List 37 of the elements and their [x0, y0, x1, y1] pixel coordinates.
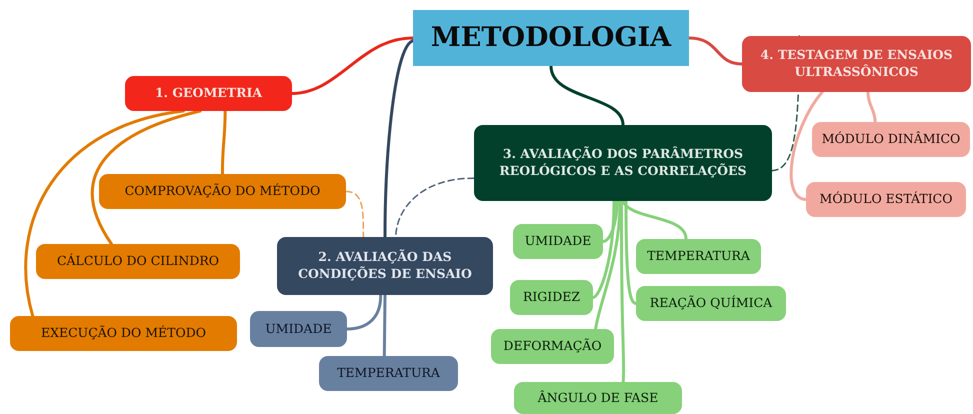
subtopic-box: REAÇÃO QUÍMICA — [636, 286, 786, 321]
topic-box: 3. AVALIAÇÃO DOS PARÂMETROS REOLÓGICOS E AS CORRELAÇÕES — [474, 125, 772, 201]
subtopic-box: UMIDADE — [513, 224, 603, 259]
subtopic-box: COMPROVAÇÃO DO MÉTODO — [99, 174, 346, 209]
connector-line — [620, 200, 626, 384]
subtopic-box: EXECUÇÃO DO MÉTODO — [10, 316, 237, 351]
connector-line — [395, 177, 475, 238]
subtopic-box: UMIDADE — [250, 311, 347, 347]
connector-line — [24, 110, 185, 318]
subtopic-box: ÂNGULO DE FASE — [514, 382, 682, 414]
connector-line — [550, 64, 624, 126]
connector-line — [90, 110, 202, 246]
connector-line — [688, 36, 744, 66]
connector-line — [622, 200, 688, 240]
topic-box: 2. AVALIAÇÃO DAS CONDIÇÕES DE ENSAIO — [277, 237, 493, 295]
subtopic-box: RIGIDEZ — [510, 280, 593, 315]
subtopic-box: DEFORMAÇÃO — [491, 329, 614, 364]
subtopic-box: CÁLCULO DO CILINDRO — [36, 244, 240, 279]
connector-line — [602, 200, 619, 243]
connector-line — [384, 39, 414, 238]
connector-line — [866, 90, 877, 124]
topic-box: 1. GEOMETRIA — [125, 76, 292, 111]
connector-line — [220, 110, 227, 176]
connector-line — [346, 294, 382, 330]
connector-line — [290, 36, 414, 95]
topic-box: 4. TESTAGEM DE ENSAIOS ULTRASSÔNICOS — [742, 36, 971, 92]
connector-line — [594, 200, 622, 330]
connector-line — [345, 190, 364, 238]
title-box: METODOLOGIA — [413, 10, 689, 66]
connector-line — [592, 200, 616, 299]
subtopic-box: MÓDULO ESTÁTICO — [806, 182, 966, 217]
subtopic-box: TEMPERATURA — [636, 239, 761, 274]
subtopic-box: TEMPERATURA — [319, 356, 458, 391]
connector-line — [624, 200, 638, 305]
connector-line — [382, 294, 386, 358]
connector-line — [790, 90, 824, 201]
subtopic-box: MÓDULO DINÂMICO — [812, 122, 970, 157]
